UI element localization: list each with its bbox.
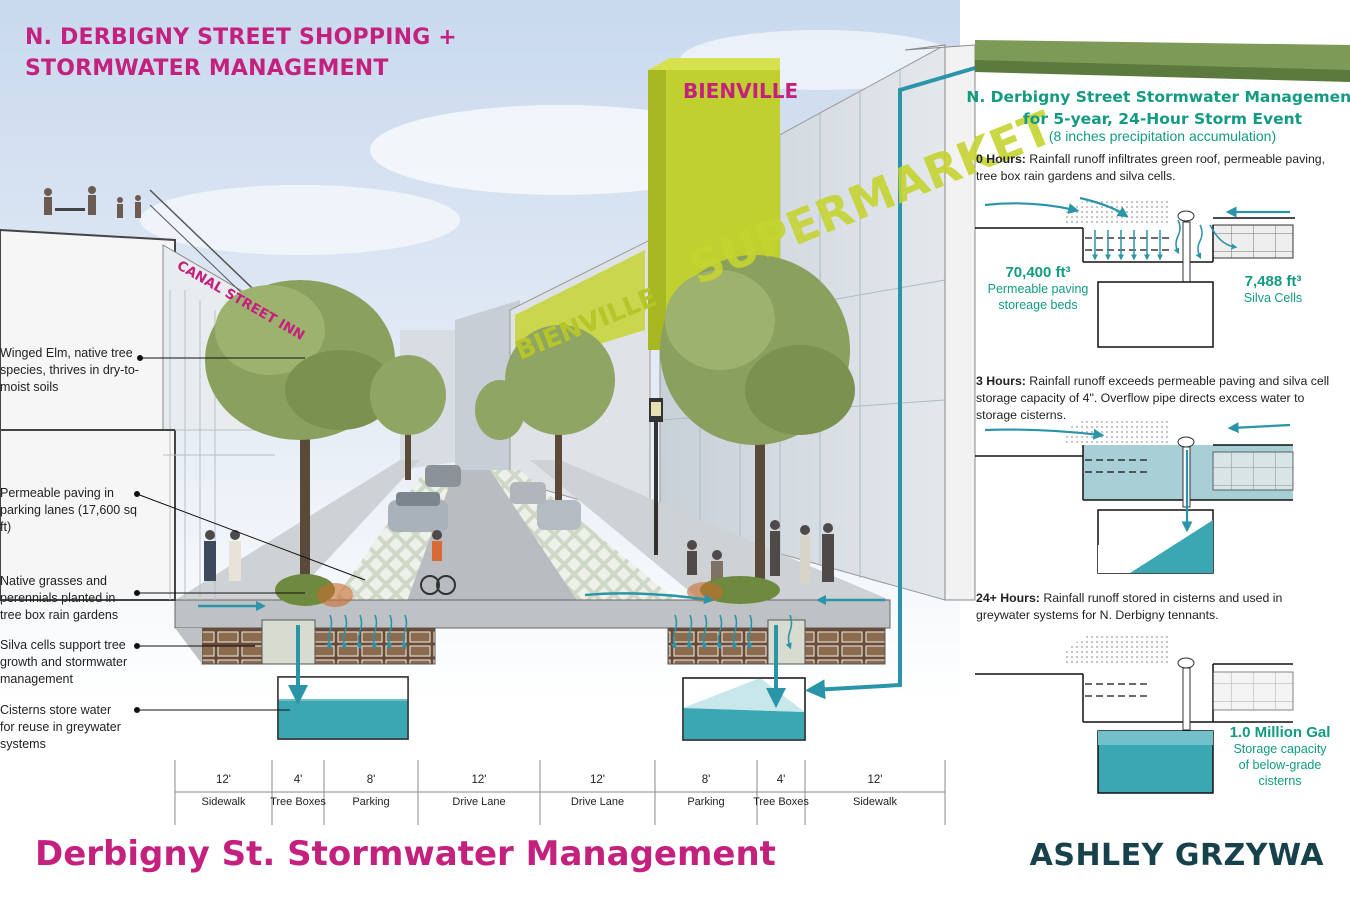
tree-box-rain-garden-left	[275, 574, 353, 607]
sign-bienville-tower: BIENVILLE	[683, 79, 798, 103]
label-line: Winged Elm, native tree	[0, 346, 133, 360]
tree-right-near	[660, 255, 855, 580]
dim-width: 4'	[776, 774, 786, 786]
dim-name: Tree Boxes	[270, 796, 326, 808]
panel-subtitle: (8 inches precipitation accumulation)	[1048, 128, 1277, 144]
stage-body: Rainfall runoff stored in cisterns and u…	[976, 591, 1283, 622]
label-line: parking lanes (17,600 sq ft)	[0, 503, 137, 534]
canal-street-inn-building	[0, 228, 176, 601]
dim-name: Tree Boxes	[753, 796, 809, 808]
label-cisterns: Cisterns store water for reuse in greywa…	[0, 702, 140, 753]
cars	[388, 465, 581, 532]
label-line: Silva cells support tree	[0, 638, 126, 652]
volume-value: 1.0 Million Gal	[1229, 724, 1331, 741]
dim-width: 12'	[471, 774, 487, 786]
label-line: Cisterns store water	[0, 703, 112, 717]
volume-label: cisterns	[1258, 774, 1302, 788]
silva-cells-right-b	[804, 627, 886, 665]
silva-cells-right	[667, 627, 769, 665]
volume-label: Storage capacity	[1233, 742, 1327, 756]
tree-right-far	[475, 325, 615, 510]
label-line: tree box rain gardens	[0, 608, 119, 622]
dimension-bar	[174, 760, 946, 825]
roof-downspout	[805, 66, 976, 700]
label-line: perennials planted in	[0, 591, 116, 605]
dim-width: 12'	[590, 774, 605, 786]
volume-silva-cells: 7,488 ft³ Silva Cells	[1228, 273, 1318, 306]
volume-value: 70,400 ft³	[1005, 264, 1071, 281]
dim-name: Drive Lane	[452, 796, 506, 808]
label-line: Native grasses and	[0, 574, 108, 588]
dim-name: Drive Lane	[570, 796, 625, 808]
volume-permeable-paving: 70,400 ft³ Permeable paving storeage bed…	[978, 264, 1098, 313]
rooftop-people	[44, 186, 141, 218]
dim-name: Sidewalk	[201, 796, 246, 808]
tree-left-near	[205, 280, 395, 580]
label-leaders	[134, 355, 366, 713]
dim-width: 8'	[701, 774, 711, 786]
stage-body: Rainfall runoff infiltrates green roof, …	[976, 152, 1326, 183]
volume-label: Silva Cells	[1243, 291, 1303, 305]
panel-title-line: for 5-year, 24-Hour Storm Event	[1022, 110, 1303, 128]
dim-width: 8'	[366, 774, 376, 786]
title-line: STORMWATER MANAGEMENT	[25, 56, 389, 81]
panel-title: N. Derbigny Street Stormwater Management…	[965, 86, 1350, 130]
street-lamp	[649, 398, 663, 555]
title-line: N. DERBIGNY STREET SHOPPING +	[25, 25, 457, 50]
volume-label: Permeable paving	[987, 282, 1089, 296]
cistern-left	[277, 676, 409, 740]
dim-name: Sidewalk	[852, 796, 898, 808]
cistern-right	[682, 677, 806, 741]
label-line: moist soils	[0, 380, 59, 394]
runoff-arrows	[198, 592, 885, 611]
dim-name: Parking	[687, 796, 725, 808]
dim-width: 12'	[216, 774, 231, 786]
tree-left-far	[370, 355, 446, 480]
stage-head: 0 Hours:	[976, 152, 1026, 166]
stage-body: Rainfall runoff exceeds permeable paving…	[976, 374, 1330, 422]
stage-0-diagram	[975, 196, 1295, 348]
stage-24-diagram	[975, 636, 1294, 794]
stage-3-diagram	[975, 418, 1294, 574]
stage-head: 3 Hours:	[976, 374, 1026, 388]
dim-width: 4'	[293, 774, 303, 786]
volume-label: storeage beds	[998, 298, 1078, 312]
infiltration-arrows	[325, 614, 793, 650]
dim-width: 12'	[867, 774, 883, 786]
label-line: for reuse in greywater	[0, 720, 121, 734]
dim-name: Parking	[352, 796, 390, 808]
stage-3-text: 3 Hours: Rainfall runoff exceeds permeab…	[976, 373, 1336, 424]
author-name: ASHLEY GRZYWA	[1029, 838, 1324, 873]
poster-title-top: N. DERBIGNY STREET SHOPPING + STORMWATER…	[25, 22, 457, 84]
stage-head: 24+ Hours:	[976, 591, 1040, 605]
stage-0-text: 0 Hours: Rainfall runoff infiltrates gre…	[976, 151, 1336, 185]
volume-cisterns: 1.0 Million Gal Storage capacity of belo…	[1220, 724, 1340, 789]
label-line: systems	[0, 737, 46, 751]
volume-label: of below-grade	[1238, 758, 1322, 772]
poster-title-bottom: Derbigny St. Stormwater Management	[35, 834, 776, 874]
label-silva-cells: Silva cells support tree growth and stor…	[0, 637, 140, 688]
label-line: growth and stormwater	[0, 655, 128, 669]
label-line: management	[0, 672, 73, 686]
label-winged-elm: Winged Elm, native tree species, thrives…	[0, 345, 140, 396]
volume-value: 7,488 ft³	[1244, 273, 1302, 290]
panel-title-line: N. Derbigny Street Stormwater Management	[966, 88, 1350, 106]
label-line: species, thrives in dry-to-	[0, 363, 139, 377]
label-permeable-paving: Permeable paving in parking lanes (17,60…	[0, 485, 140, 536]
label-line: Permeable paving in	[0, 486, 114, 500]
stage-24-text: 24+ Hours: Rainfall runoff stored in cis…	[976, 590, 1336, 624]
label-native-grasses: Native grasses and perennials planted in…	[0, 573, 140, 624]
